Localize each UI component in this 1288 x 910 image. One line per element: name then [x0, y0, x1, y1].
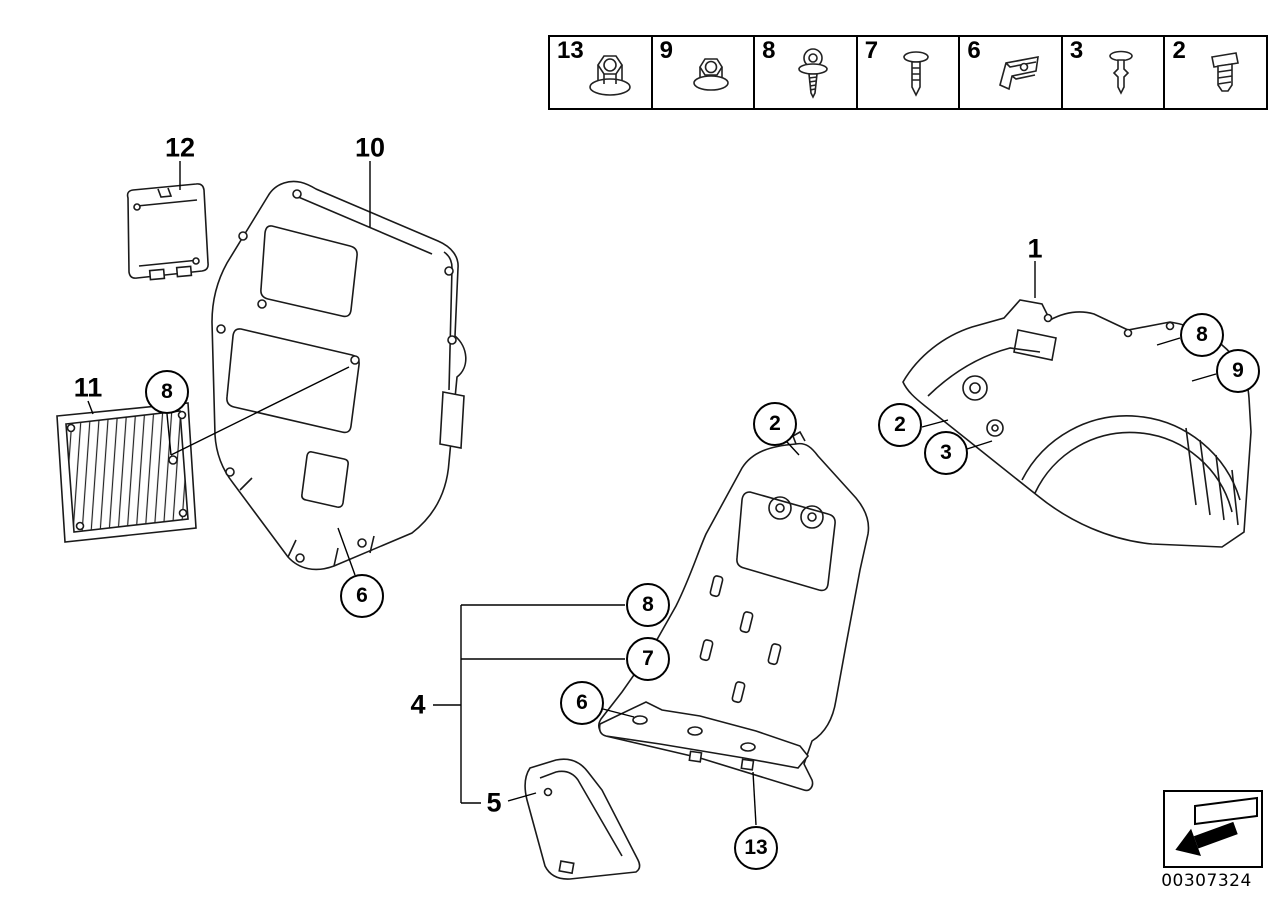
legend-item-13[interactable]: 13: [550, 37, 651, 108]
direction-arrow-icon: [1175, 796, 1258, 856]
part-label-10: 10: [354, 132, 386, 163]
part-1-front-wheelhouse-drawing: [902, 299, 1252, 548]
expansion-pin-icon: [886, 43, 946, 103]
callout-3-right[interactable]: 3: [924, 431, 968, 475]
part-label-12: 12: [164, 132, 196, 163]
diagram-number: 00307324: [1161, 871, 1252, 891]
leader-lines: [87, 161, 1217, 826]
legend-item-7[interactable]: 7: [855, 37, 959, 108]
legend-item-3[interactable]: 3: [1060, 37, 1164, 108]
legend-item-2[interactable]: 2: [1163, 37, 1266, 108]
hex-nut-icon: [578, 43, 638, 103]
clamp-clip-icon: [988, 43, 1050, 103]
washer-screw-icon: [783, 43, 843, 103]
callout-2-mid[interactable]: 2: [753, 402, 797, 446]
callout-8-mid[interactable]: 8: [626, 583, 670, 627]
part-10-wheelhouse-trim-drawing: [211, 180, 467, 571]
part-label-1: 1: [1027, 233, 1043, 264]
legend-item-8[interactable]: 8: [753, 37, 856, 108]
part-11-vent-grille-drawing: [56, 402, 197, 543]
part-5-cover-drawing: [524, 758, 641, 880]
legend-number: 2: [1172, 37, 1186, 64]
callout-8-grille[interactable]: 8: [145, 370, 189, 414]
part-12-cover-drawing: [126, 183, 209, 281]
callout-7-mid[interactable]: 7: [626, 637, 670, 681]
splash-shield-drawing: [598, 701, 810, 771]
part-label-4: 4: [410, 689, 426, 720]
expansion-nut-icon: [1194, 43, 1254, 103]
callout-8-right[interactable]: 8: [1180, 313, 1224, 357]
legend-number: 9: [659, 37, 673, 64]
part-label-5: 5: [486, 787, 502, 818]
legend-item-6[interactable]: 6: [958, 37, 1061, 108]
callout-13-mid[interactable]: 13: [734, 826, 778, 870]
legend-item-9[interactable]: 9: [650, 37, 754, 108]
callout-9-right[interactable]: 9: [1216, 349, 1260, 393]
callout-6-mid[interactable]: 6: [560, 681, 604, 725]
legend-number: 8: [762, 37, 776, 64]
callout-6-panel[interactable]: 6: [340, 574, 384, 618]
part-label-11: 11: [73, 372, 103, 403]
callout-2-right[interactable]: 2: [878, 403, 922, 447]
legend-number: 6: [967, 37, 981, 64]
part-4-arch-liner-drawing: [598, 430, 870, 792]
blind-rivet-icon: [1091, 43, 1151, 103]
flange-nut-icon: [681, 43, 741, 103]
legend-number: 13: [557, 37, 584, 64]
orientation-box: [1163, 790, 1263, 868]
fastener-legend: 13 9 8: [548, 35, 1268, 110]
legend-number: 3: [1069, 37, 1084, 64]
legend-number: 7: [864, 37, 879, 64]
